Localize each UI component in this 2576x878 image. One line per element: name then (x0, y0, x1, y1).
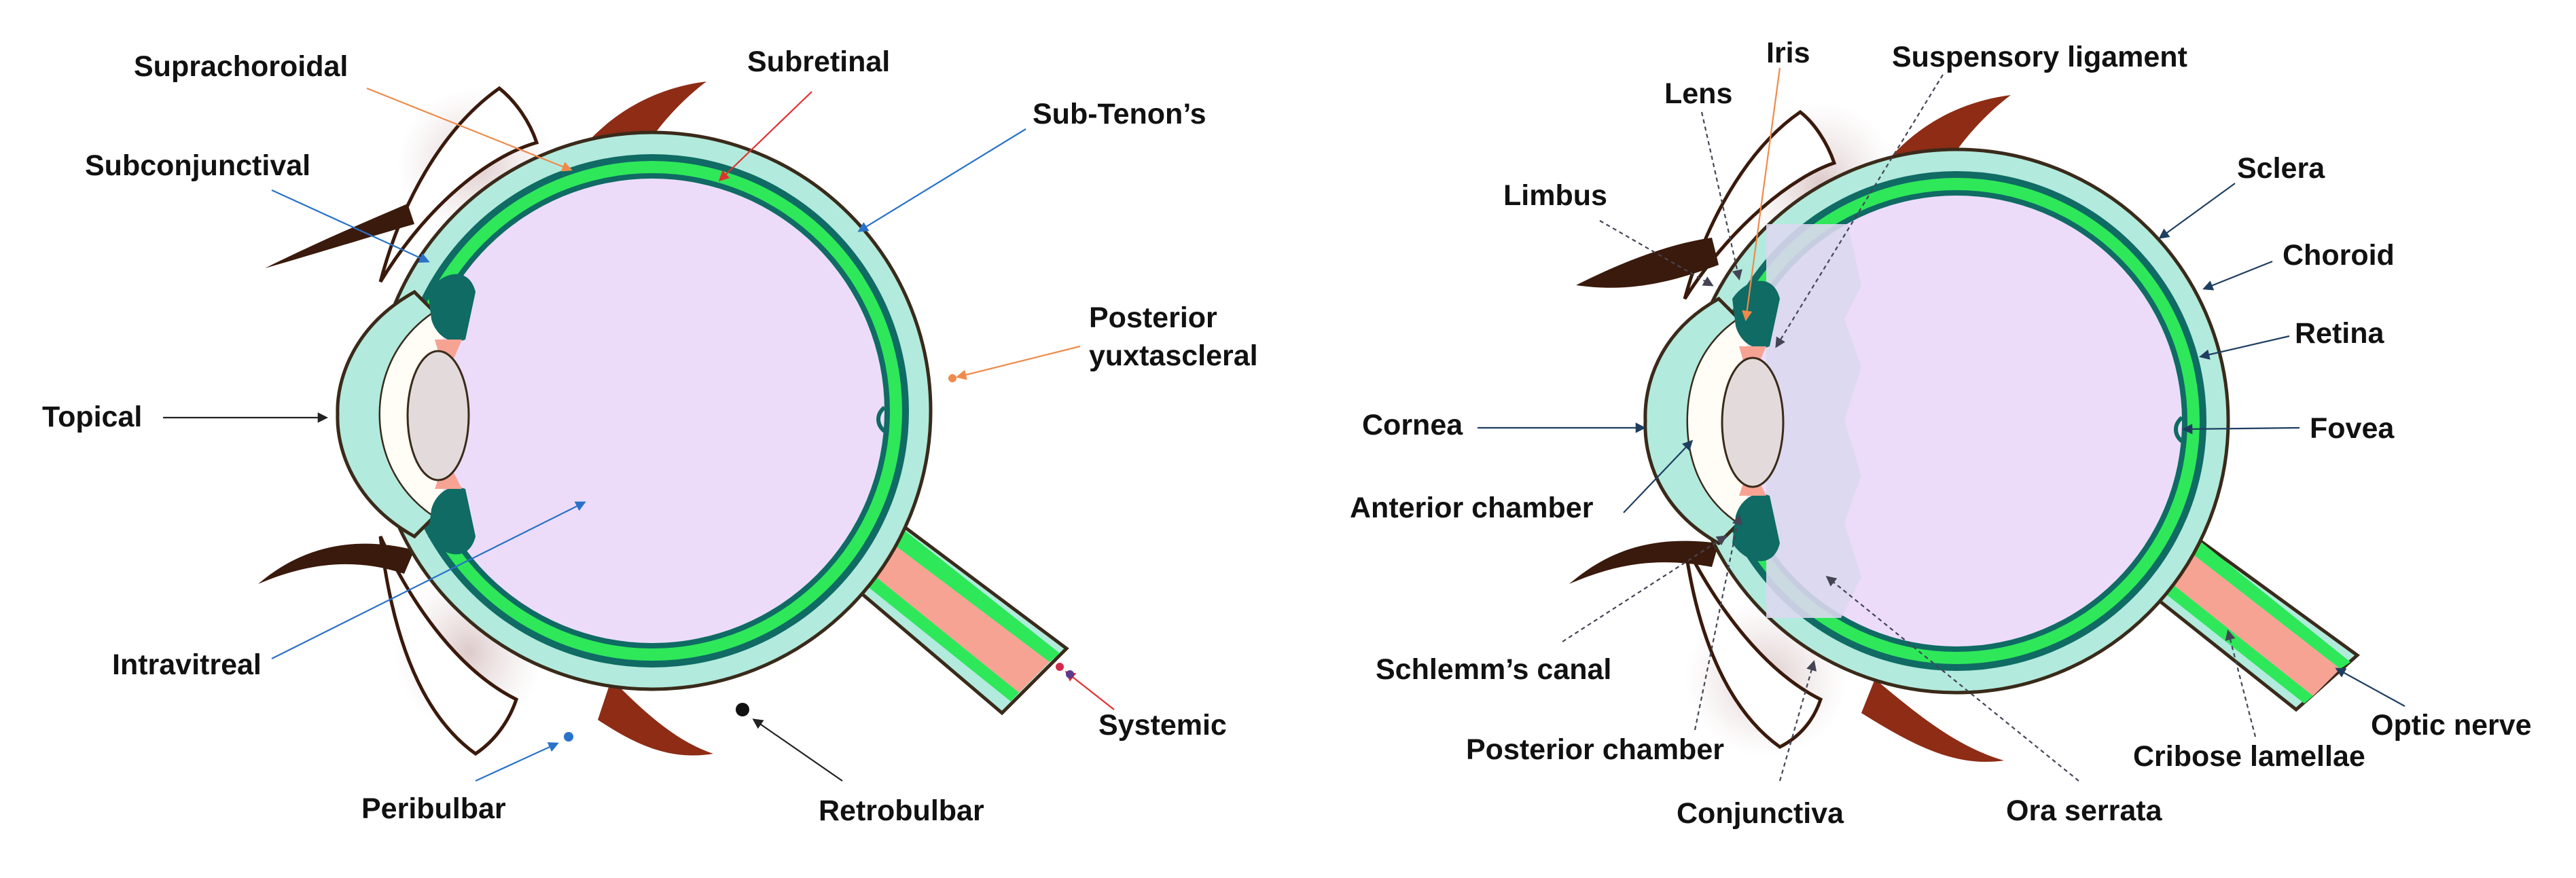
r-ora-serrata-zone (1766, 224, 1861, 618)
optic-nerve-core (859, 536, 1050, 693)
label-posterior-chamber: Posterior chamber (1466, 733, 1724, 766)
r-lower-ciliary (1732, 494, 1780, 562)
label-suprachoroidal: Suprachoroidal (134, 50, 348, 83)
r-fovea-notch (2174, 416, 2184, 443)
label-subconjunctival: Subconjunctival (85, 149, 310, 182)
retrobulbar-dot (736, 703, 749, 716)
r-lower-eyelid (1683, 542, 1823, 749)
upper-ciliary (428, 274, 476, 342)
systemic-dot-a (1056, 663, 1064, 671)
label-topical: Topical (42, 401, 142, 433)
label-lens: Lens (1664, 77, 1732, 110)
label-yuxtascleral: yuxtascleral (1089, 340, 1258, 372)
label-posterior: Posterior (1089, 301, 1217, 334)
upper-eyelid (378, 86, 539, 283)
label-intravitreal: Intravitreal (112, 648, 262, 681)
r-lens (1721, 356, 1785, 488)
label-sclera: Sclera (2237, 152, 2325, 185)
label-suspensory-ligament: Suspensory ligament (1892, 41, 2187, 73)
r-lower-muscle (1861, 679, 2004, 762)
label-limbus: Limbus (1503, 179, 1607, 212)
label-choroid: Choroid (2283, 239, 2395, 272)
label-anterior-chamber: Anterior chamber (1350, 492, 1594, 524)
posterior-yuxtascleral-dot (948, 374, 956, 382)
label-optic-nerve: Optic nerve (2371, 709, 2532, 742)
lower-eyelid (378, 535, 519, 756)
r-upper-eyelash (1576, 238, 1719, 288)
label-retrobulbar: Retrobulbar (819, 794, 984, 827)
upper-eyelash (265, 204, 414, 268)
r-upper-eyelid (1683, 109, 1837, 300)
label-ora-serrata: Ora serrata (2006, 794, 2163, 827)
label-subretinal: Subretinal (747, 45, 890, 78)
right-eye: Iris Lens Suspensory ligament Limbus Scl… (1350, 37, 2532, 830)
label-cribose-lamellae: Cribose lamellae (2133, 740, 2365, 773)
label-systemic: Systemic (1098, 709, 1227, 742)
peribulbar-dot (564, 732, 573, 742)
label-cornea: Cornea (1362, 409, 1463, 441)
label-conjunctiva: Conjunctiva (1677, 797, 1844, 830)
label-fovea: Fovea (2310, 412, 2395, 445)
lower-eyelash (258, 543, 414, 584)
left-eye: Suprachoroidal Subretinal Sub-Tenon’s Su… (42, 45, 1258, 827)
r-lower-eyelash (1569, 541, 1719, 584)
label-schlemms-canal: Schlemm’s canal (1376, 653, 1611, 686)
fovea-notch (876, 405, 887, 433)
systemic-dot-b (1066, 670, 1074, 678)
label-sub-tenons: Sub-Tenon’s (1033, 98, 1206, 130)
label-retina: Retina (2295, 317, 2385, 350)
vitreous (420, 179, 884, 643)
r-optic-nerve-core (2164, 550, 2340, 696)
label-iris: Iris (1766, 37, 1810, 69)
lower-muscle (598, 679, 713, 756)
label-peribulbar: Peribulbar (361, 792, 506, 825)
lens (406, 350, 470, 481)
r-upper-ciliary (1732, 280, 1780, 348)
lower-ciliary (428, 487, 476, 555)
